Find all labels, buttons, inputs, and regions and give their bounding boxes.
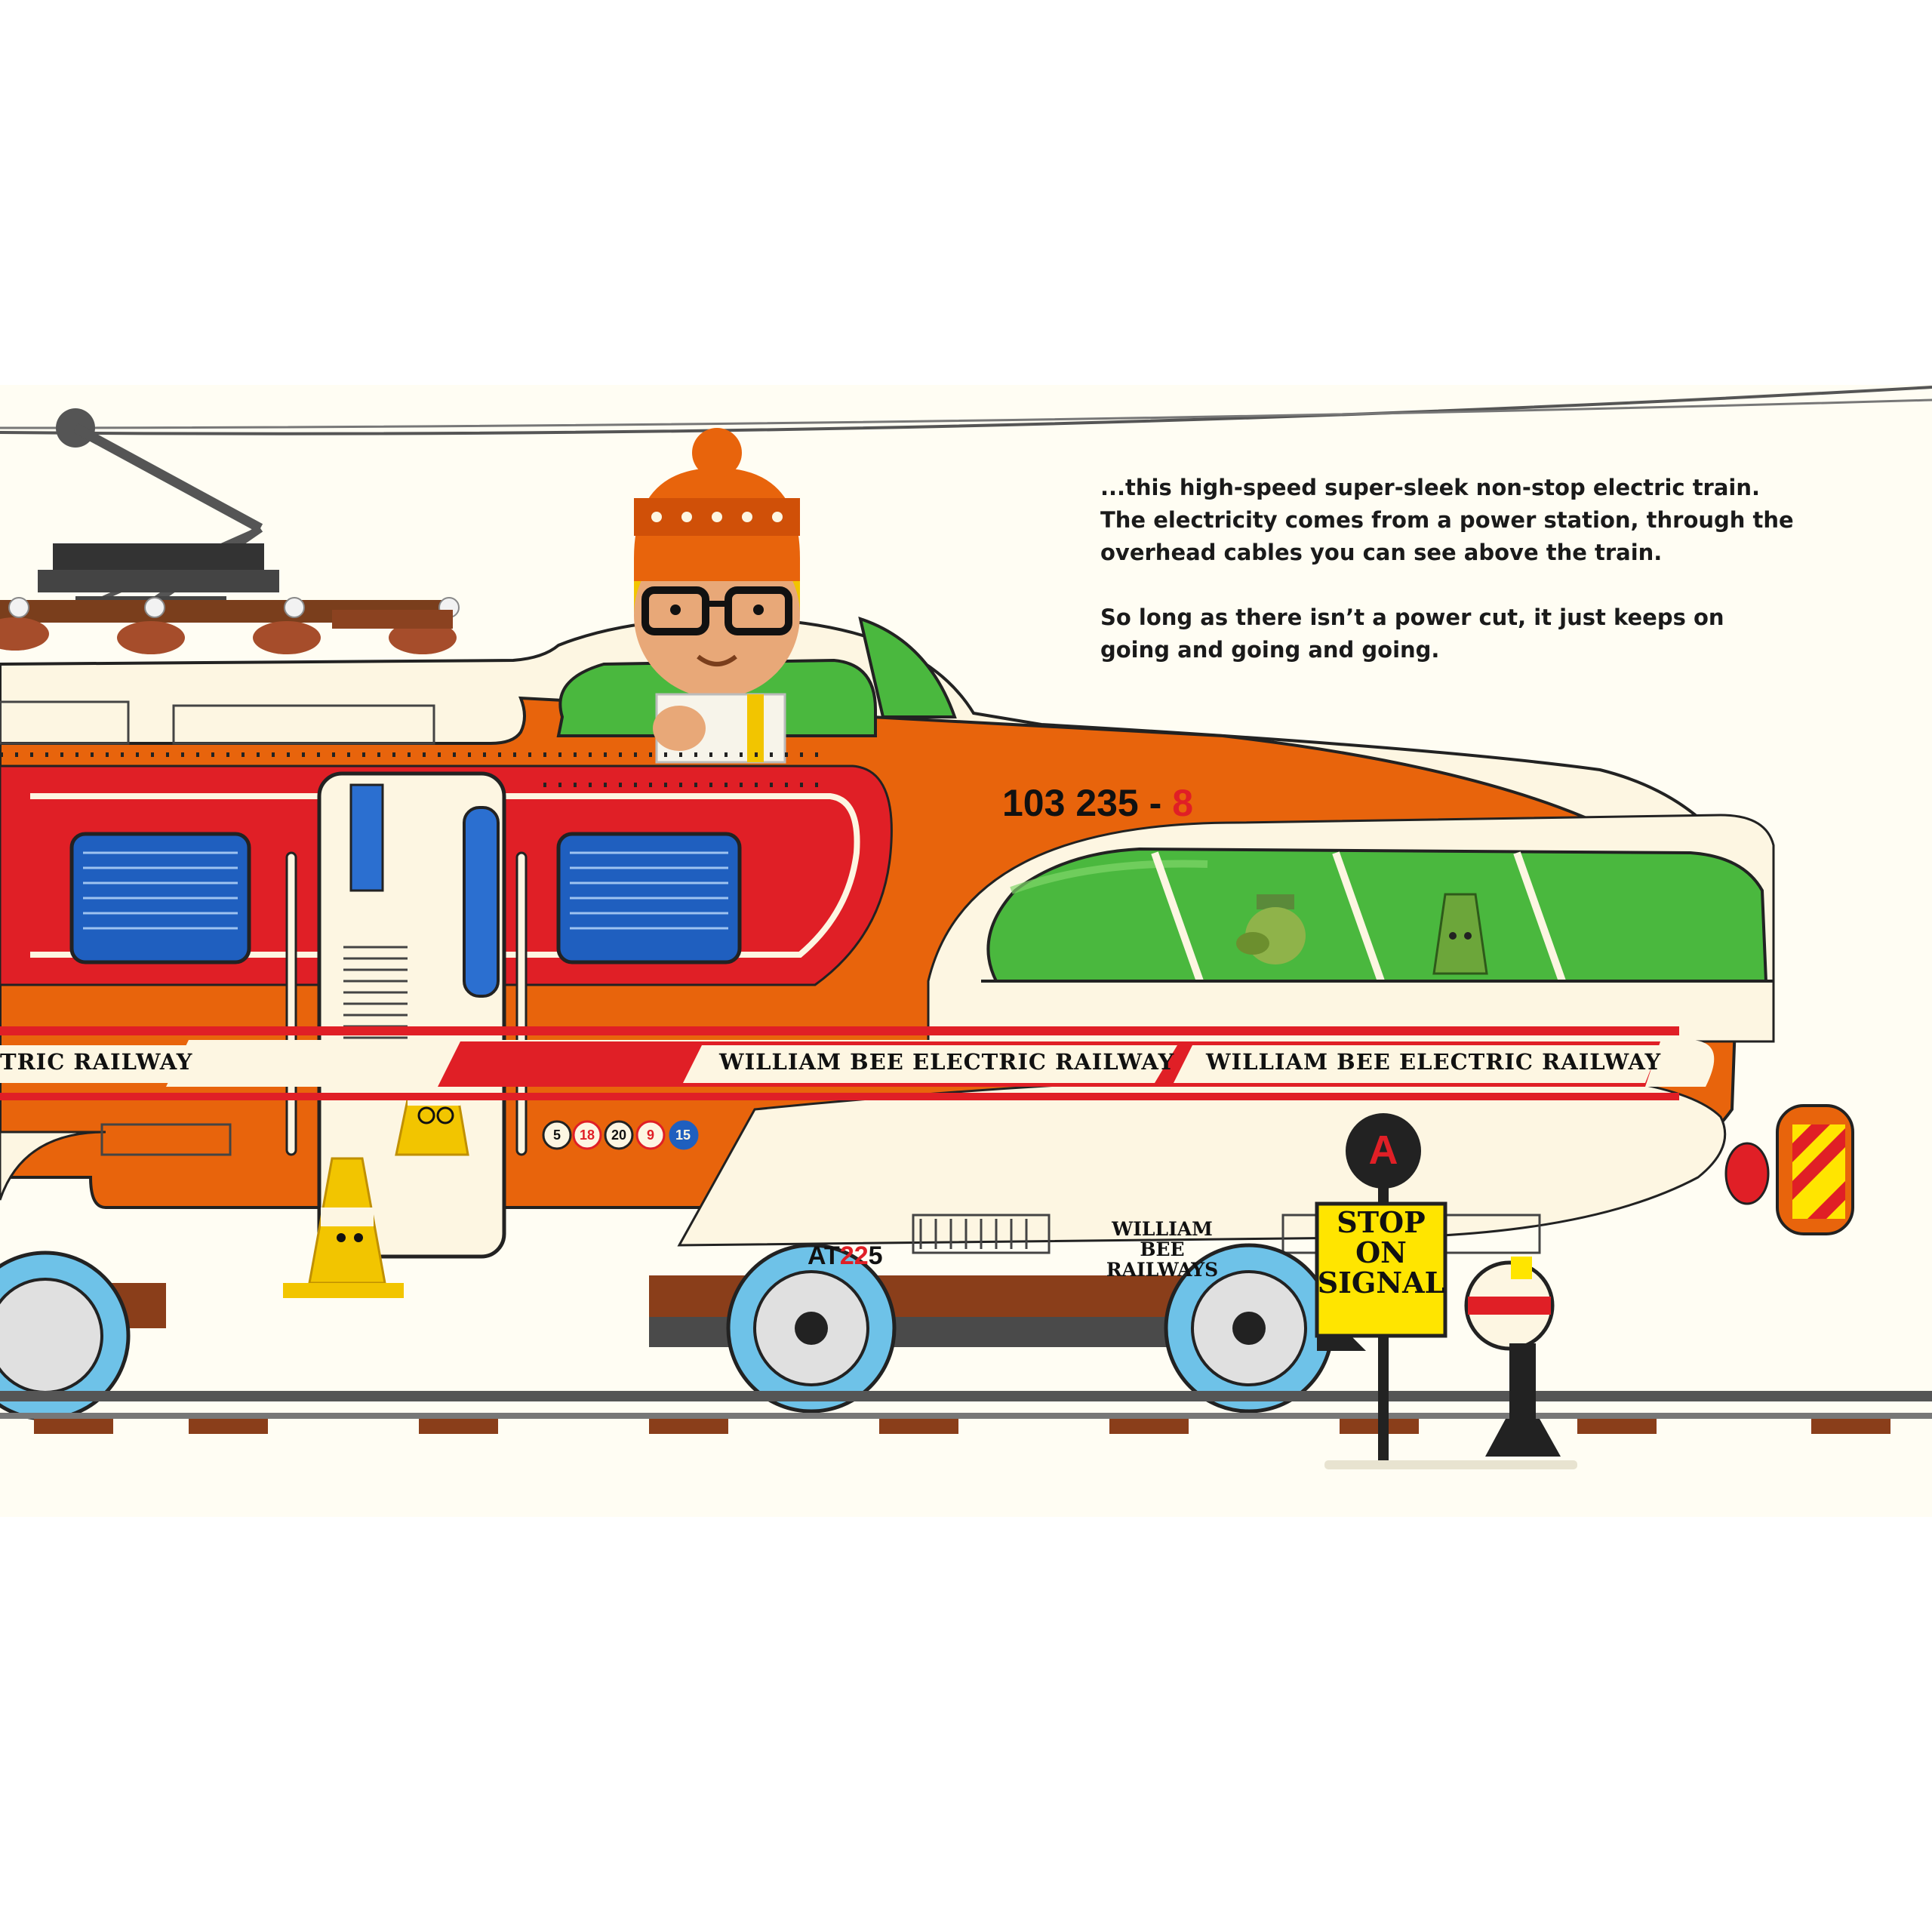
route-number: 5 <box>553 1128 561 1143</box>
bogie-code-red: 22 <box>839 1241 869 1270</box>
livery-text-2: WILLIAM BEE ELECTRIC RAILWAY <box>1206 1049 1662 1075</box>
roof-grilles <box>0 700 435 745</box>
lower-rear-panel <box>0 1131 106 1201</box>
train-number: 103 235 - 8 <box>1002 781 1193 825</box>
stop-on-signal-sign: STOP ON SIGNAL <box>1317 1208 1445 1298</box>
train-number-main: 103 235 - <box>1002 782 1162 824</box>
sign-line-3: SIGNAL <box>1317 1266 1445 1300</box>
open-door <box>285 771 528 1259</box>
bogie-code: AT225 <box>808 1241 883 1271</box>
livery-stripes <box>0 1026 1715 1100</box>
dog-passenger <box>1236 894 1306 964</box>
panoramic-window <box>986 847 1768 983</box>
cone-passenger <box>1432 893 1488 975</box>
pantograph <box>38 408 279 623</box>
route-number: 9 <box>647 1128 655 1143</box>
red-panel-trim <box>30 793 860 958</box>
signal-post <box>1315 1113 1447 1464</box>
livery-text-1: WILLIAM BEE ELECTRIC RAILWAY <box>719 1049 1175 1075</box>
route-number-discs <box>542 1120 699 1150</box>
railway-track <box>0 1391 1932 1434</box>
train-number-check: 8 <box>1172 782 1193 824</box>
roof-equipment <box>0 597 460 654</box>
route-number: 20 <box>611 1128 627 1143</box>
nose-light <box>1724 1104 1854 1235</box>
railways-badge-line-2: RAILWAYS <box>1106 1259 1219 1281</box>
signal-aspect-letter: A <box>1368 1128 1398 1173</box>
railways-badge-line-1: WILLIAM BEE <box>1112 1218 1213 1260</box>
side-windows <box>69 832 742 964</box>
sign-line-1: STOP <box>1337 1205 1426 1239</box>
sign-line-2: ON <box>1355 1235 1407 1269</box>
bogie-code-prefix: AT <box>808 1241 840 1270</box>
route-number: 15 <box>675 1128 691 1143</box>
window-pillars <box>1151 851 1566 983</box>
story-paragraph-1: ...this high-speed super-sleek non-stop … <box>1100 475 1794 565</box>
stop-post <box>1464 1257 1561 1457</box>
livery-text-left: TRIC RAILWAY <box>0 1049 193 1075</box>
cone-character-lower <box>283 1157 404 1298</box>
route-numbers: 5 18 20 9 15 <box>543 1125 702 1146</box>
story-text: ...this high-speed super-sleek non-stop … <box>1100 472 1795 666</box>
route-number: 18 <box>580 1128 595 1143</box>
driver <box>634 428 800 764</box>
cab-front-window <box>858 616 957 718</box>
overhead-cable-secondary <box>0 398 1932 429</box>
story-paragraph-2: So long as there isn’t a power cut, it j… <box>1100 605 1724 663</box>
overhead-cable <box>0 386 1932 435</box>
railways-badge: WILLIAM BEE RAILWAYS <box>1087 1219 1238 1280</box>
bogie-code-suffix: 5 <box>868 1241 883 1270</box>
